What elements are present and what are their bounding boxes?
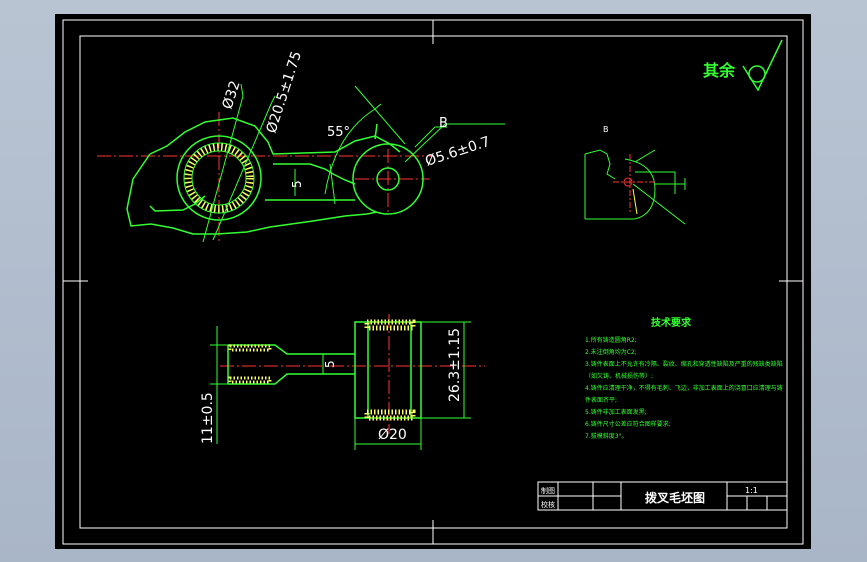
drawing-sheet: 其余 <box>55 14 811 549</box>
detail-b-label: B <box>603 125 609 134</box>
tech-item-6: 6.铸件尺寸公差应符合图样要求; <box>585 420 671 428</box>
drawn-label: 制图 <box>541 486 555 495</box>
dim-h11: 11±0.5 <box>200 392 216 444</box>
tech-title: 技术要求 <box>651 316 692 329</box>
dim-d20-5: Ø20.5±1.75 <box>264 49 306 135</box>
detail-view-b: B <box>584 125 686 225</box>
section-outline <box>227 321 422 419</box>
section-dimension-lines <box>210 321 471 450</box>
dim-d20: Ø20 <box>378 427 407 443</box>
tech-item-5: 5.铸件非加工表面发黑; <box>585 408 647 416</box>
dim-angle-55: 55° <box>327 125 350 140</box>
section-hatch-arm-bottom <box>228 376 272 384</box>
scale-text: 1:1 <box>745 486 758 495</box>
tech-item-7: 7.拔模斜度3°。 <box>585 432 628 440</box>
tech-item-4-cont: 件表面齐平; <box>585 396 617 404</box>
section-view: 11±0.5 26.3±1.15 Ø20 5 <box>200 314 485 450</box>
drawing-title: 拨叉毛坯图 <box>645 490 705 505</box>
inner-frame <box>79 35 788 529</box>
dim-width-5-bottom: 5 <box>323 360 337 368</box>
title-block-grid <box>537 481 788 511</box>
front-outline <box>126 117 424 235</box>
front-dimension-lines <box>202 83 505 243</box>
boss-ring-outer <box>183 142 255 214</box>
tech-item-1: 1.所有铸造圆角R2; <box>585 336 637 344</box>
tech-item-3: 3.铸件表面上不允许有冷隔、裂纹、缩孔和穿透性缺陷及严重的残缺类缺陷 <box>585 360 783 368</box>
detail-outline <box>584 149 686 225</box>
center-marks <box>63 20 803 544</box>
detail-centerlines <box>613 154 655 214</box>
front-centerlines <box>97 112 433 244</box>
roughness-symbol-icon <box>742 39 783 92</box>
technical-requirements: 技术要求 1.所有铸造圆角R2; 2.未注倒角均为C2; 3.铸件表面上不允许有… <box>585 316 783 440</box>
section-hatch-bottom <box>364 409 416 421</box>
detail-hidden-line <box>632 188 638 215</box>
detail-hole <box>623 177 633 187</box>
tech-item-4: 4.铸件应清理干净，不得有毛刺、飞边，非加工表面上的浇冒口应清理与铸 <box>585 384 783 392</box>
section-hatch-arm-top <box>228 344 272 352</box>
front-view: Ø32 Ø20.5±1.75 55° B Ø5.6±0.7 5 <box>97 49 505 244</box>
boss-ring-inner <box>191 150 247 206</box>
outer-frame <box>62 19 804 545</box>
section-hatch-top <box>364 319 416 331</box>
view-b-label: B <box>439 116 448 131</box>
check-label: 校核 <box>541 500 555 509</box>
dim-h26-3: 26.3±1.15 <box>447 328 463 402</box>
title-block: 制图 校核 拨叉毛坯图 1:1 <box>537 481 788 511</box>
drawing-canvas: 其余 <box>62 19 804 545</box>
roughness-note-text: 其余 <box>703 61 736 80</box>
tech-item-3-cont: （如欠铸、机械损伤等）; <box>585 372 653 380</box>
boss-ring-hatch <box>184 143 254 213</box>
dim-width-5-top: 5 <box>290 180 304 188</box>
tech-item-2: 2.未注倒角均为C2; <box>585 348 637 356</box>
dim-d5-6: Ø5.6±0.7 <box>423 134 492 170</box>
